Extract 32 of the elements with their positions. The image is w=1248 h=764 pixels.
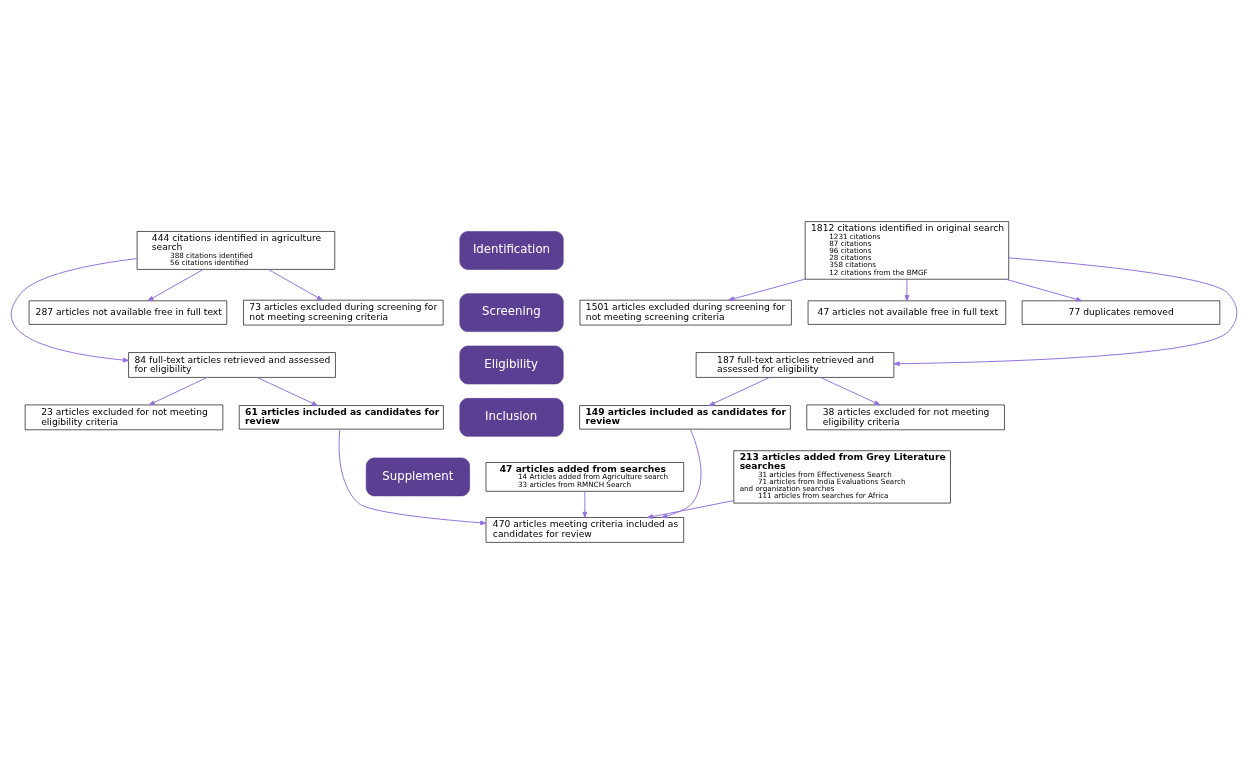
node-box: 73 articles excluded during screening for not meeting screening criteria	[243, 299, 444, 326]
arrow	[338, 428, 487, 526]
node-box: 23 articles excluded for not meeting eligibility criteria	[24, 404, 224, 431]
arrow	[256, 377, 318, 406]
node-box: 84 full-text articles retrieved and assessed for eligibility	[128, 352, 336, 378]
node-box: Supplement	[365, 457, 470, 497]
arrow	[728, 278, 806, 301]
arrow	[147, 269, 204, 302]
arrow	[904, 278, 910, 302]
node-box: 470 articles meeting criteria included as candidates for review	[485, 517, 685, 543]
node-box: 149 articles included as candidates for review	[579, 405, 791, 430]
node-box: 287 articles not available free in full text	[28, 300, 228, 325]
arrow	[820, 377, 881, 406]
node-box: 77 duplicates removed	[1021, 300, 1221, 325]
node-box: 187 full-text articles retrieved and assessed for eligibility	[695, 352, 895, 378]
node-box: Screening	[459, 293, 564, 332]
arrow	[148, 377, 208, 406]
node-box: 38 articles excluded for not meeting eligibility criteria	[806, 404, 1005, 431]
arrow	[646, 500, 734, 519]
arrow	[893, 257, 1238, 367]
arrow	[1005, 278, 1083, 302]
arrow	[582, 490, 588, 518]
node-box: Eligibility	[459, 345, 564, 385]
arrow	[661, 428, 702, 519]
node-box: Identification	[459, 231, 564, 270]
node-box: 1501 articles excluded during screening for not meeting screening criteria	[579, 299, 792, 326]
node-box: 47 articles not available free in full text	[807, 300, 1007, 325]
arrow	[708, 377, 770, 406]
arrow	[267, 269, 323, 301]
arrow	[10, 258, 138, 363]
node-box: 61 articles included as candidates for review	[238, 405, 444, 430]
node-box: Inclusion	[459, 398, 564, 437]
